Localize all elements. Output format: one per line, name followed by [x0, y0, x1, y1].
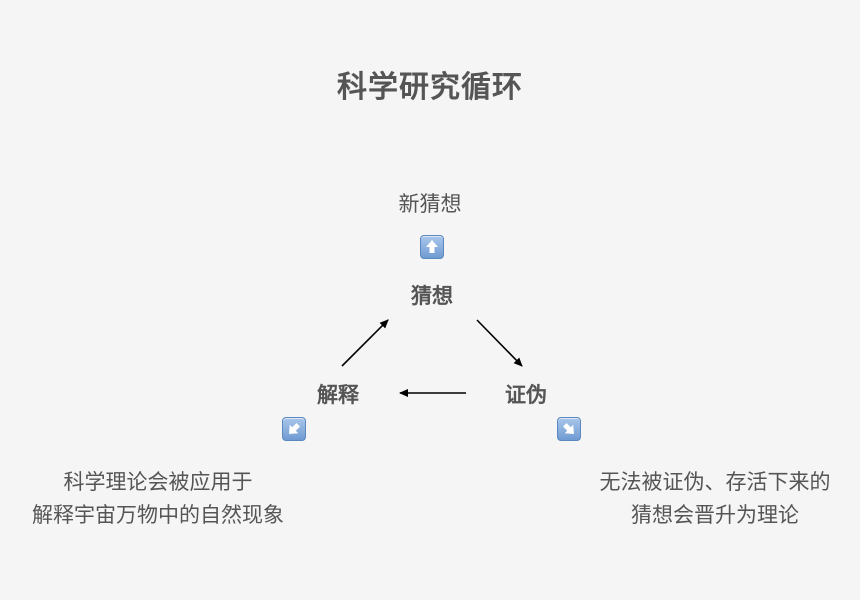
node-guess: 猜想 — [411, 284, 453, 308]
arrow-guess-to-falsify — [476, 319, 523, 367]
explain-caption-line-1: 科学理论会被应用于 — [63, 470, 253, 494]
arrow-explain-to-guess — [341, 319, 389, 367]
falsify-caption-line-1: 无法被证伪、存活下来的 — [599, 470, 831, 494]
explain-caption-line-2: 解释宇宙万物中的自然现象 — [32, 503, 284, 527]
down-right-arrow-icon — [557, 417, 581, 441]
diagram-title: 科学研究循环 — [337, 70, 523, 105]
down-left-arrow-icon — [282, 417, 306, 441]
falsify-caption: 无法被证伪、存活下来的 猜想会晋升为理论 — [560, 466, 860, 532]
explain-caption: 科学理论会被应用于 解释宇宙万物中的自然现象 — [0, 466, 316, 532]
new-guess-label: 新猜想 — [398, 192, 462, 216]
node-explain: 解释 — [317, 383, 359, 407]
node-falsify: 证伪 — [505, 383, 547, 407]
up-arrow-icon — [420, 235, 444, 259]
falsify-caption-line-2: 猜想会晋升为理论 — [631, 503, 799, 527]
